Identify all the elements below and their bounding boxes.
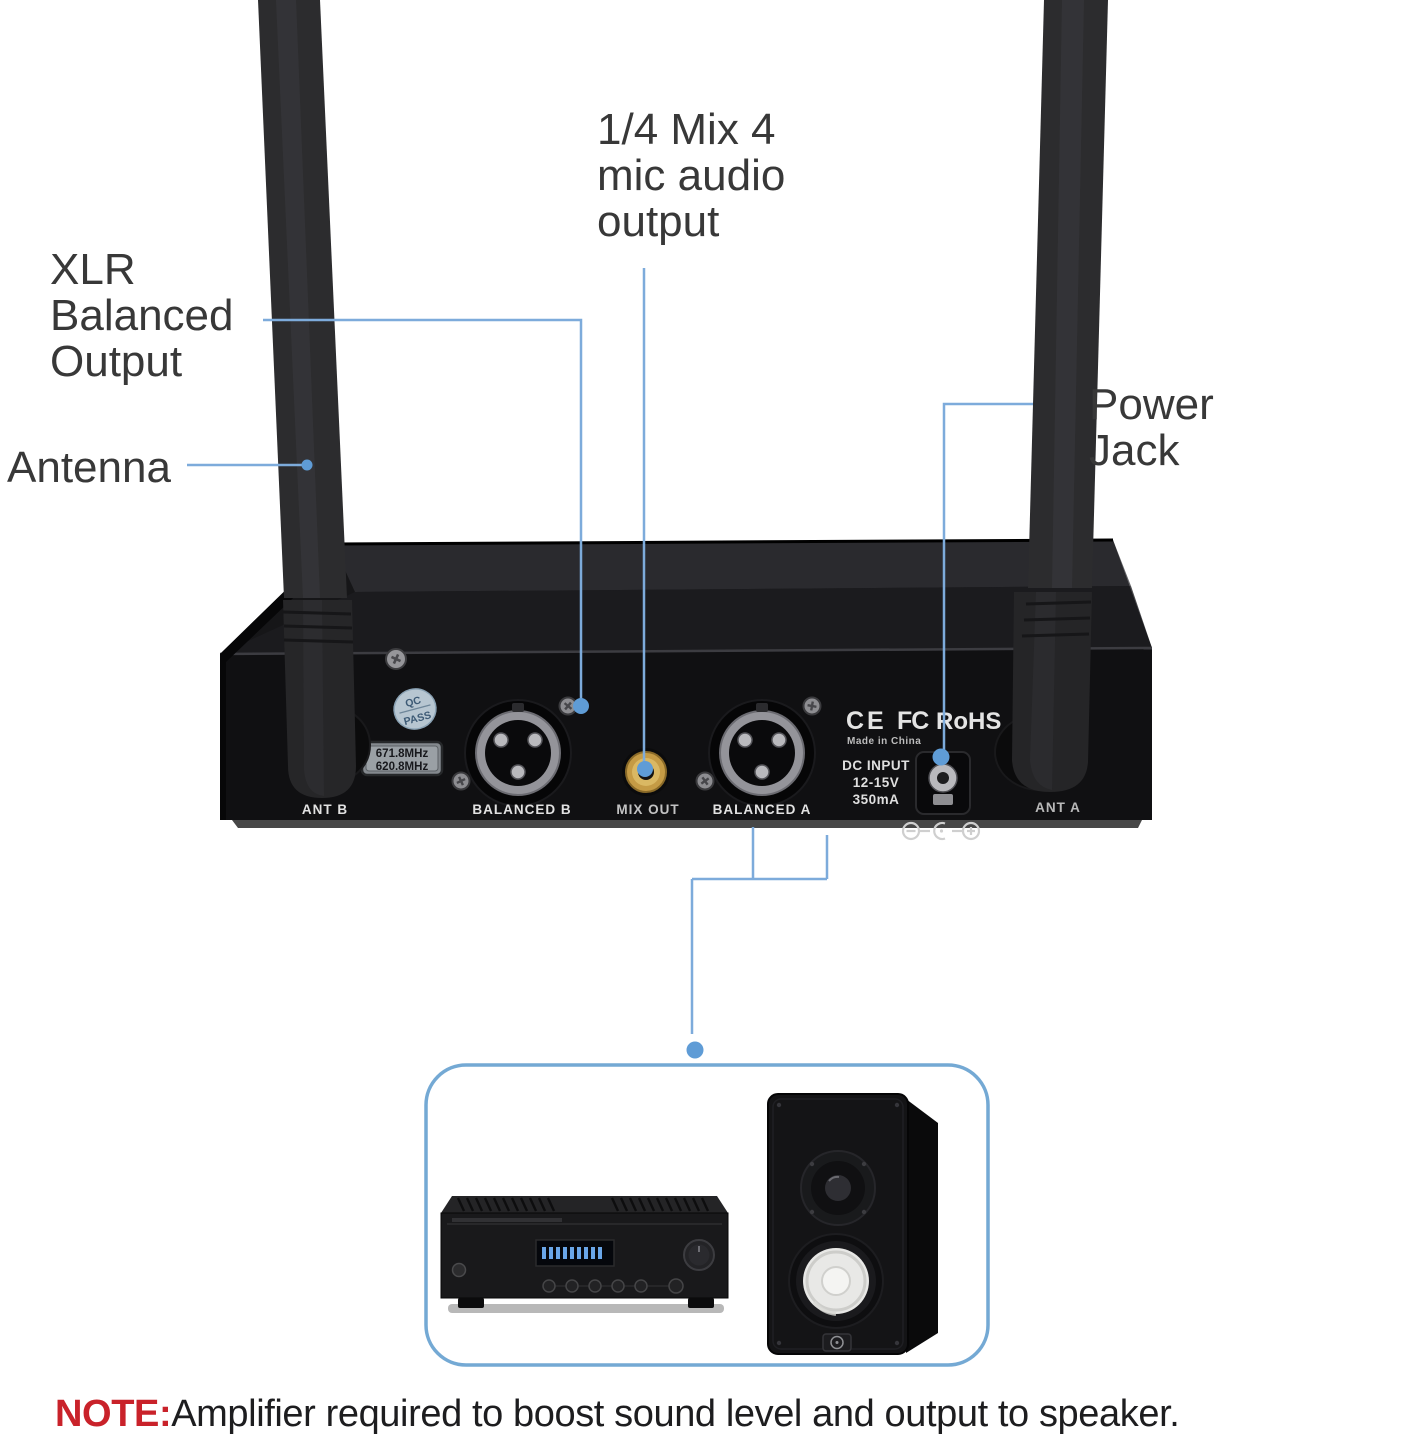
antenna-callout-dot	[301, 459, 313, 471]
dc-input-line3: 350mA	[853, 792, 900, 807]
balanced-a-label: BALANCED A	[713, 802, 812, 817]
receiver-front-ridge	[219, 646, 1153, 656]
mix-out-label: MIX OUT	[616, 802, 679, 817]
speaker-tweeter	[800, 1150, 876, 1226]
mix-label-line3: output	[597, 197, 720, 246]
polarity-symbol	[901, 821, 981, 841]
amp-display	[535, 1239, 615, 1267]
amp-power-button	[451, 1262, 467, 1278]
mix-callout-dot	[637, 761, 653, 777]
mix-label-line1: 1/4 Mix 4	[597, 105, 776, 154]
rohs-mark: RoHS	[936, 708, 1001, 735]
balanced-a-bracket-line	[690, 827, 829, 1034]
receiver-top-sheen2	[220, 586, 1152, 654]
xlr-connector-balanced-b	[464, 699, 572, 807]
screw	[695, 771, 715, 791]
frequency-line1: 671.8MHz	[376, 748, 429, 760]
xlr-label-line2: Balanced	[50, 291, 234, 340]
dc-input-block: DC INPUT 12-15V 350mA	[842, 751, 981, 841]
xlr-label-line3: Output	[50, 337, 183, 386]
screw	[451, 771, 471, 791]
dc-input-line2: 12-15V	[853, 775, 900, 790]
left-antenna	[258, 0, 356, 798]
callout-lines	[187, 268, 829, 1034]
receiver-unit: QC PASS 671.8MHz 620.8MHz	[219, 538, 1153, 841]
speaker-logo-badge	[822, 1333, 852, 1352]
xlr-callout-dot	[573, 698, 589, 714]
power-label-line2: Jack	[1089, 426, 1180, 475]
speaker-illustration	[767, 1093, 938, 1355]
xlr-label-line1: XLR	[50, 245, 136, 294]
power-callout-dot	[932, 748, 950, 766]
ce-mark: CE	[846, 707, 887, 735]
frequency-line2: 620.8MHz	[376, 761, 429, 773]
mix-output-label: 1/4 Mix 4 mic audio output	[597, 107, 785, 245]
note-text: NOTE:Amplifier required to boost sound l…	[55, 1392, 1180, 1436]
mix-label-line2: mic audio	[597, 151, 786, 200]
power-jack-label: Power Jack	[1089, 382, 1214, 474]
power-label-line1: Power	[1089, 380, 1214, 429]
amp-display-meter	[542, 1247, 602, 1259]
note-body: Amplifier required to boost sound level …	[171, 1393, 1180, 1435]
balanced-b-label: BALANCED B	[472, 802, 571, 817]
receiver-bottom-shadow	[232, 820, 1142, 828]
ant-b-label: ANT B	[302, 802, 348, 817]
certification-marks: CE FC RoHS Made in China	[846, 704, 1070, 747]
xlr-callout-line	[263, 318, 583, 700]
mix-out-jack	[622, 748, 670, 796]
dc-input-line1: DC INPUT	[842, 758, 910, 773]
xlr-connector-balanced-a	[708, 699, 816, 807]
xlr-balanced-output-label: XLR Balanced Output	[50, 247, 233, 385]
receiver-top-sheen	[333, 540, 1131, 592]
antenna-label: Antenna	[7, 443, 171, 492]
bracket-callout-dot	[686, 1041, 704, 1059]
screw	[802, 696, 822, 716]
qc-sticker-line1: QC	[404, 694, 423, 710]
amplifier-illustration	[440, 1196, 729, 1313]
amp-small-knobs	[542, 1278, 684, 1294]
frequency-label: 671.8MHz 620.8MHz	[360, 740, 444, 777]
speaker-woofer	[788, 1233, 884, 1329]
callout-dots	[301, 459, 950, 1059]
made-in-china-label: Made in China	[847, 736, 921, 747]
screw	[385, 648, 407, 670]
fcc-mark: FC	[897, 707, 929, 735]
qc-pass-sticker: QC PASS	[393, 688, 437, 730]
ant-a-label: ANT A	[1035, 800, 1081, 815]
receiver-back-edge	[332, 538, 1114, 546]
receiver-left-side	[220, 544, 333, 820]
note-prefix: NOTE:	[55, 1393, 172, 1435]
right-antenna	[1012, 0, 1108, 792]
